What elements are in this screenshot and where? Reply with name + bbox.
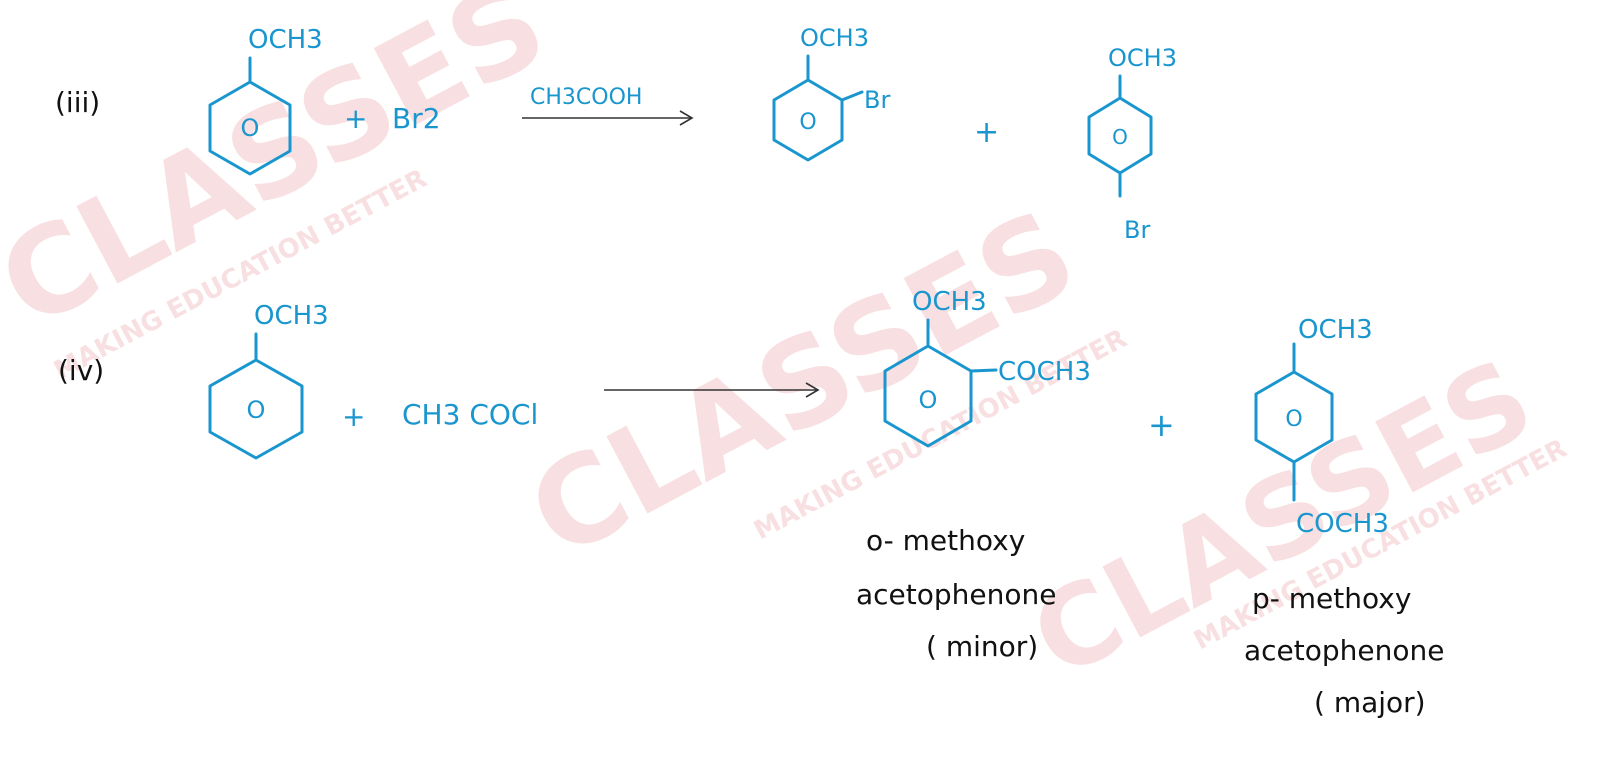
ring-mark: O bbox=[919, 386, 938, 414]
ring-mark: O bbox=[241, 114, 260, 142]
product-p-methoxyacetophenone: O OCH3 COCH3 p- methoxy acetophenone ( m… bbox=[1244, 315, 1444, 719]
reaction-label: (iv) bbox=[58, 354, 104, 387]
benzene-ring bbox=[208, 80, 292, 176]
benzene-ring bbox=[883, 344, 973, 448]
reagent-label: Br2 bbox=[392, 102, 441, 135]
reactant-anisole: O OCH3 bbox=[208, 301, 329, 460]
ring-mark: O bbox=[1112, 125, 1128, 149]
compound-name-line-1: o- methoxy bbox=[866, 524, 1025, 557]
compound-name-line-1: p- methoxy bbox=[1252, 582, 1411, 615]
reagent-label: CH3 COCl bbox=[402, 398, 538, 431]
benzene-ring bbox=[208, 358, 304, 460]
compound-name-line-3: ( minor) bbox=[926, 630, 1038, 663]
substituent-bottom: Br bbox=[1124, 216, 1150, 244]
bond-side bbox=[840, 90, 864, 102]
product-o-methoxyacetophenone: O OCH3 COCH3 o- methoxy acetophenone ( m… bbox=[856, 287, 1091, 663]
compound-name-line-3: ( major) bbox=[1314, 686, 1426, 719]
ring-mark: O bbox=[247, 396, 266, 424]
reaction-label: (iii) bbox=[55, 86, 100, 119]
substituent-bottom: COCH3 bbox=[1296, 509, 1389, 539]
reaction-arrow bbox=[522, 110, 694, 126]
substituent-side: Br bbox=[864, 86, 890, 114]
substituent-label: OCH3 bbox=[254, 301, 329, 331]
reaction-condition: CH3COOH bbox=[530, 85, 642, 110]
plus-sign: + bbox=[344, 102, 367, 135]
substituent-top: OCH3 bbox=[800, 24, 869, 52]
compound-name-line-2: acetophenone bbox=[856, 578, 1056, 611]
substituent-top: OCH3 bbox=[912, 287, 987, 317]
reaction-iii: (iii) O OCH3 + Br2 CH3COOH O OCH3 Br + bbox=[55, 24, 1177, 244]
plus-sign: + bbox=[342, 400, 365, 433]
reaction-arrow bbox=[604, 382, 820, 398]
ring-mark: O bbox=[799, 110, 816, 135]
substituent-top: OCH3 bbox=[1298, 315, 1373, 345]
ring-mark: O bbox=[1285, 407, 1302, 432]
substituent-label: OCH3 bbox=[248, 25, 323, 55]
substituent-side: COCH3 bbox=[998, 357, 1091, 387]
bond-side bbox=[969, 368, 998, 373]
reaction-iv: (iv) O OCH3 + CH3 COCl O OCH3 COCH3 o- m… bbox=[58, 287, 1444, 719]
reactant-anisole: O OCH3 bbox=[208, 25, 323, 176]
plus-sign: + bbox=[974, 115, 999, 150]
substituent-top: OCH3 bbox=[1108, 44, 1177, 72]
product-para-bromoanisole: O OCH3 Br bbox=[1087, 44, 1177, 244]
product-ortho-bromoanisole: O OCH3 Br bbox=[772, 24, 890, 162]
benzene-ring bbox=[772, 78, 844, 162]
plus-sign: + bbox=[1148, 406, 1175, 444]
compound-name-line-2: acetophenone bbox=[1244, 634, 1444, 667]
